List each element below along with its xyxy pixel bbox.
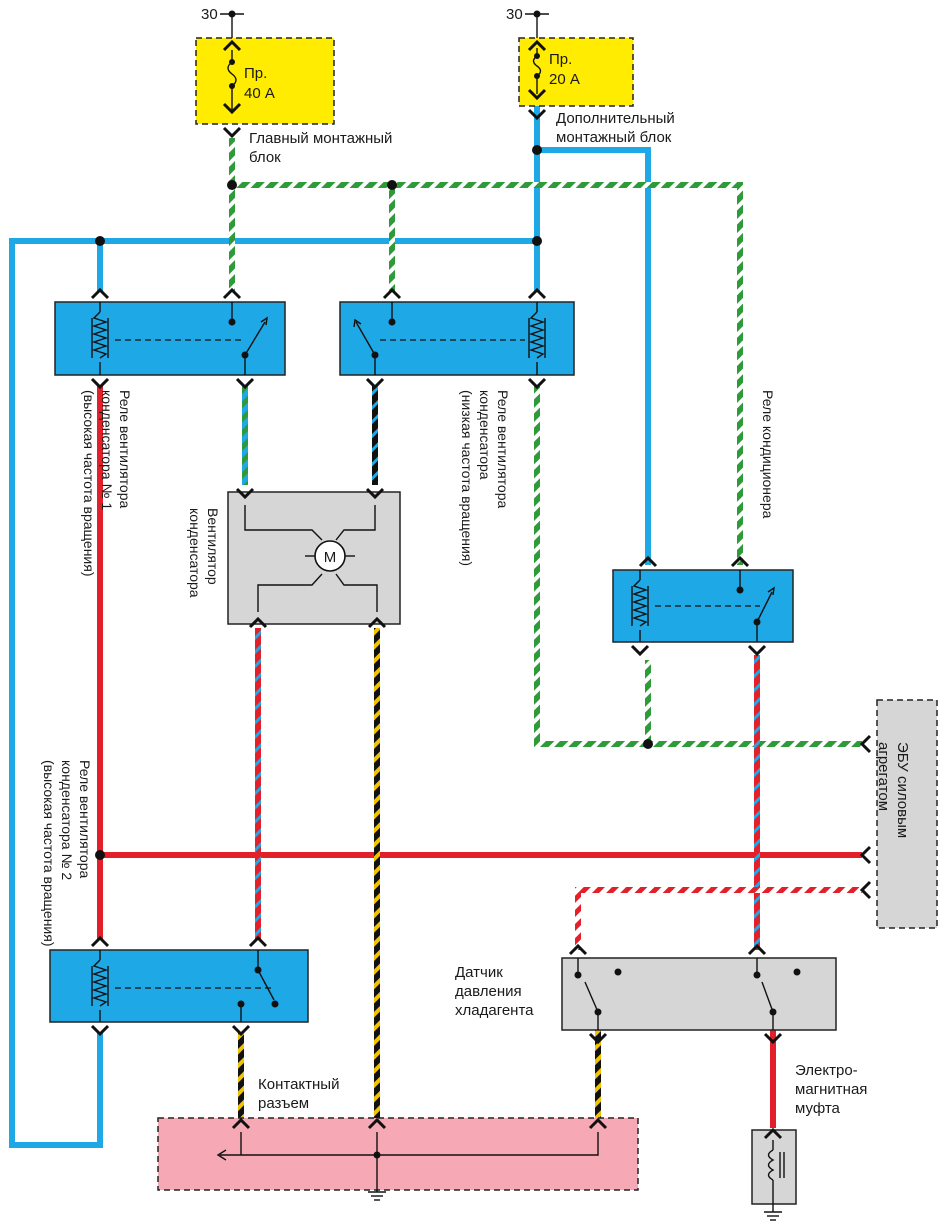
fuse-20a-label-2: 20 А: [549, 71, 580, 88]
relay-low-label-1: Реле вентилятора: [495, 390, 511, 508]
fuse-40a-label-2: 40 А: [244, 85, 275, 102]
fuse-20a-symbol: [527, 39, 547, 101]
fuse-40a-symbol: [222, 39, 242, 115]
fuse-20a-label-1: Пр.: [549, 51, 572, 68]
wires: [9, 100, 862, 1148]
relay-fan2-label-2: конденсатора № 2: [59, 760, 75, 880]
relay-fan2-high: [49, 935, 309, 1037]
pressure-sensor: [561, 943, 837, 1045]
clutch-ground-icon: [764, 1211, 782, 1221]
relay-fan1-label-2: конденсатора № 1: [99, 390, 115, 510]
ecu-box: [859, 699, 938, 929]
connector-label-1: Контактный: [258, 1076, 339, 1093]
relay-ac-label: Реле кондиционера: [760, 390, 776, 519]
clutch-label-2: магнитная: [795, 1081, 867, 1098]
wire-gw-bus: [232, 182, 743, 565]
relay-fan1-high: [54, 287, 286, 390]
relay-low-label-3: (низкая частота вращения): [459, 390, 475, 566]
junction-dots: [95, 145, 653, 860]
sensor-label-2: давления: [455, 983, 522, 1000]
wire-blue-loop-to-fan2-relay: [9, 238, 103, 1148]
main-block-label-1: Главный монтажный: [249, 130, 392, 147]
condenser-fan: M: [227, 487, 401, 629]
ecu-label-2: агрегатом: [875, 742, 892, 811]
contact-connector: [157, 1117, 639, 1192]
fan-label-2: конденсатора: [187, 508, 203, 598]
fuse-20a-out-pin: [527, 108, 547, 121]
fuse-40a-label-1: Пр.: [244, 65, 267, 82]
aux-block-label-2: монтажный блок: [556, 129, 672, 146]
fan-label: Вентилятор конденсатора: [187, 508, 221, 598]
relay-fan1-label: Реле вентилятора конденсатора № 1 (высок…: [81, 390, 133, 577]
terminal-30-right: 30: [506, 6, 523, 23]
relay-ac: [612, 555, 794, 657]
connector-label-2: разъем: [258, 1095, 309, 1112]
motor-symbol: M: [324, 549, 337, 566]
relay-fan2-label: Реле вентилятора конденсатора № 2 (высок…: [41, 760, 93, 947]
magnetic-clutch: [751, 1127, 797, 1212]
clutch-label-3: муфта: [795, 1100, 841, 1117]
fuse-40a-out-pin: [222, 126, 242, 139]
ground-icon: [368, 1191, 386, 1201]
clutch-label-1: Электро-: [795, 1062, 858, 1079]
fan-label-1: Вентилятор: [205, 508, 221, 585]
fuse-40a-box: [195, 37, 335, 125]
relay-fan1-label-3: (высокая частота вращения): [81, 390, 97, 577]
relay-fan2-label-1: Реле вентилятора: [77, 760, 93, 878]
relay-fan1-label-1: Реле вентилятора: [117, 390, 133, 508]
aux-block-label-1: Дополнительный: [556, 110, 675, 127]
relay-low-label: Реле вентилятора конденсатора (низкая ча…: [459, 390, 511, 566]
relay-fan-low: [339, 287, 575, 390]
terminal-30-left: 30: [201, 6, 218, 23]
relay-ac-label-1: Реле кондиционера: [760, 390, 776, 519]
wire-gw-low-relay-to-ecu: [534, 385, 862, 747]
ecu-label: ЭБУ силовым агрегатом: [875, 742, 911, 838]
wire-rw-sensor-to-ecu: [575, 887, 862, 950]
main-block-label-2: блок: [249, 149, 281, 166]
relay-fan2-label-3: (высокая частота вращения): [41, 760, 57, 947]
sensor-label-1: Датчик: [455, 964, 503, 981]
sensor-label-3: хладагента: [455, 1002, 534, 1019]
ecu-label-1: ЭБУ силовым: [894, 742, 911, 838]
relay-low-label-2: конденсатора: [477, 390, 493, 480]
fuse-20a-box: [518, 37, 634, 107]
